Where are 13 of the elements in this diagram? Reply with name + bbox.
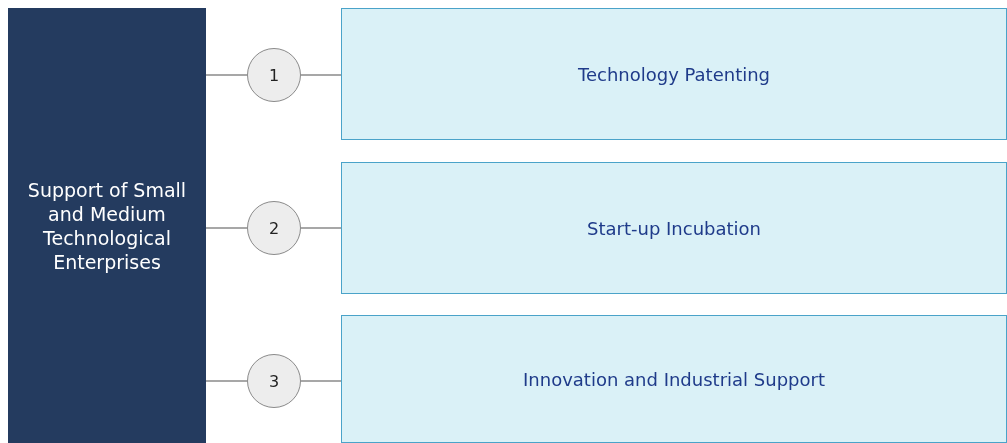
connector-line [300, 74, 342, 76]
category-box: Support of Small and Medium Technological Enterprises [8, 8, 206, 443]
item-box: Innovation and Industrial Support [341, 315, 1007, 443]
connector-line [300, 380, 342, 382]
item-box: Start-up Incubation [341, 162, 1007, 294]
connector-line [205, 74, 248, 76]
connector-line [205, 227, 248, 229]
number-circle: 1 [247, 48, 301, 102]
connector-line [205, 380, 248, 382]
item-box: Technology Patenting [341, 8, 1007, 140]
number-circle: 3 [247, 354, 301, 408]
connector-line [300, 227, 342, 229]
number-circle: 2 [247, 201, 301, 255]
